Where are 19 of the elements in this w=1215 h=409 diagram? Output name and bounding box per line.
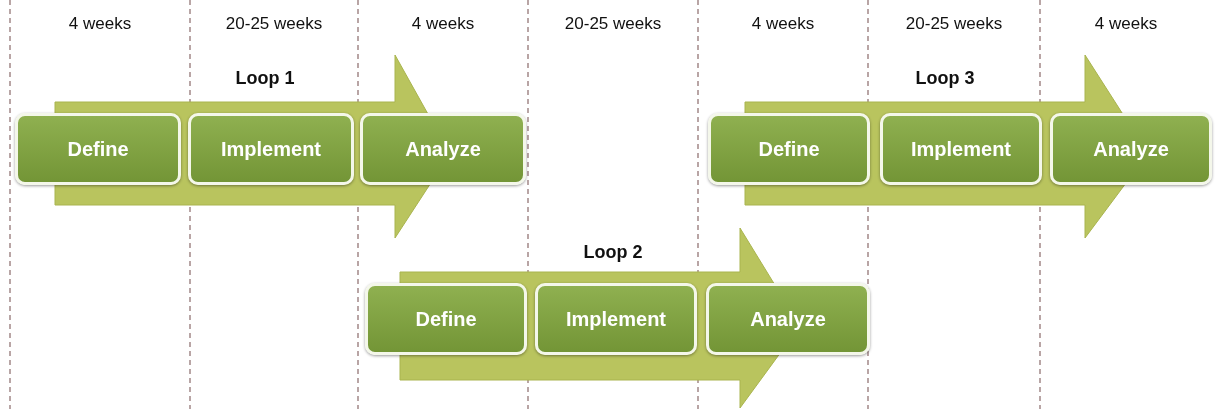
duration-label: 20-25 weeks bbox=[225, 14, 323, 34]
duration-label: 20-25 weeks bbox=[905, 14, 1003, 34]
phase-box: Analyze bbox=[1050, 113, 1212, 185]
duration-label: 4 weeks bbox=[68, 14, 132, 34]
phase-box: Define bbox=[365, 283, 527, 355]
duration-label: 4 weeks bbox=[751, 14, 815, 34]
loop-title: Loop 3 bbox=[915, 68, 975, 89]
phase-box: Analyze bbox=[360, 113, 526, 185]
phase-box: Implement bbox=[188, 113, 354, 185]
phase-box: Define bbox=[15, 113, 181, 185]
duration-label: 20-25 weeks bbox=[564, 14, 662, 34]
duration-label: 4 weeks bbox=[1094, 14, 1158, 34]
duration-label: 4 weeks bbox=[411, 14, 475, 34]
phase-box: Analyze bbox=[706, 283, 870, 355]
phase-box: Define bbox=[708, 113, 870, 185]
loop-title: Loop 1 bbox=[235, 68, 295, 89]
phase-box: Implement bbox=[535, 283, 697, 355]
loop-title: Loop 2 bbox=[583, 242, 643, 263]
phase-box: Implement bbox=[880, 113, 1042, 185]
